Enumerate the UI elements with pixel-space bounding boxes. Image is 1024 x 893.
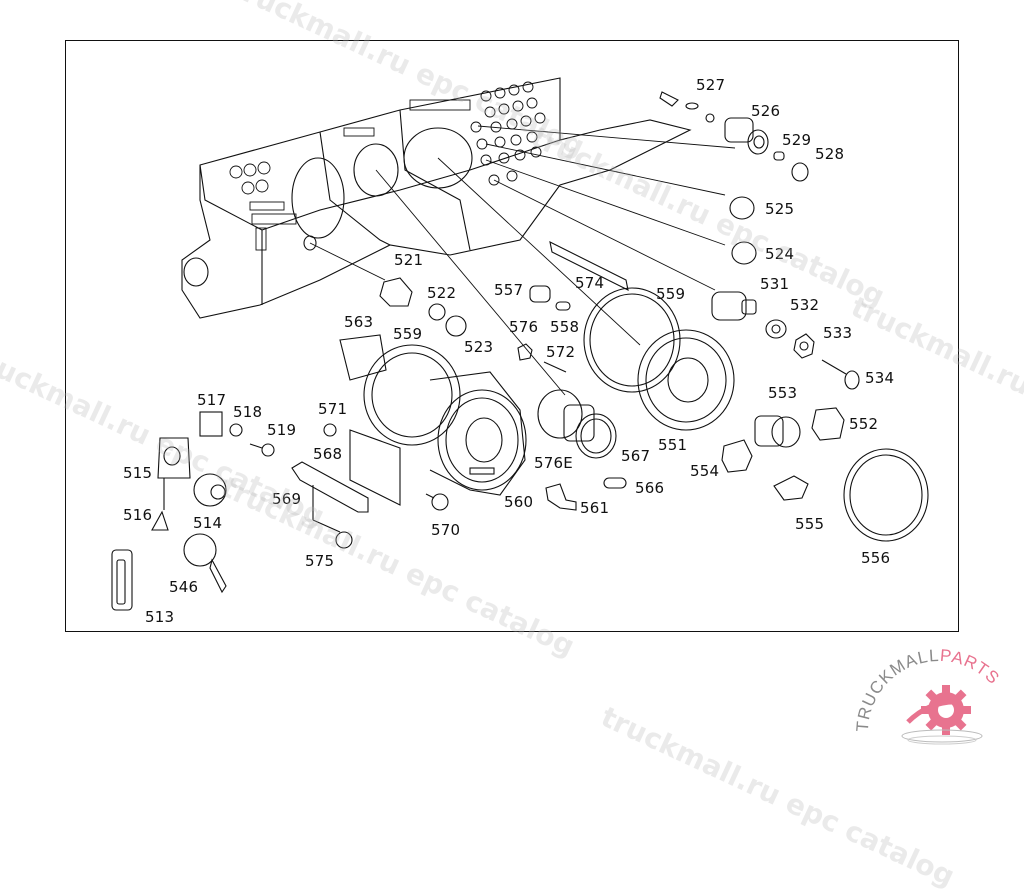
diagram-frame	[65, 40, 959, 632]
part-label-523: 523	[464, 338, 494, 356]
gauges	[363, 287, 735, 496]
part-label-518: 518	[233, 403, 263, 421]
dashboard-housing	[181, 77, 692, 319]
leader-lines	[309, 125, 736, 396]
part-label-525: 525	[765, 200, 795, 218]
part-label-528: 528	[815, 145, 845, 163]
part-label-555: 555	[795, 515, 825, 533]
gear-logo-icon: TRUCKMALLPARTS	[853, 646, 1004, 745]
exploded-parts-drawing	[111, 77, 929, 611]
part-label-551: 551	[658, 436, 688, 454]
part-label-527: 527	[696, 76, 726, 94]
part-label-558: 558	[550, 318, 580, 336]
part-label-526: 526	[751, 102, 781, 120]
part-label-531: 531	[760, 275, 790, 293]
part-label-570: 570	[431, 521, 461, 539]
part-label-572: 572	[546, 343, 576, 361]
part-label-533: 533	[823, 324, 853, 342]
part-label-563: 563	[344, 313, 374, 331]
part-label-519: 519	[267, 421, 297, 439]
part-label-566: 566	[635, 479, 665, 497]
part-label-529: 529	[782, 131, 812, 149]
part-label-557: 557	[494, 281, 524, 299]
part-label-567: 567	[621, 447, 651, 465]
part-label-561: 561	[580, 499, 610, 517]
part-label-522: 522	[427, 284, 457, 302]
part-label-559: 559	[656, 285, 686, 303]
part-label-513: 513	[145, 608, 175, 626]
part-label-574: 574	[575, 274, 605, 292]
part-label-576: 576	[509, 318, 539, 336]
part-label-534: 534	[865, 369, 895, 387]
part-label-516: 516	[123, 506, 153, 524]
part-label-552: 552	[849, 415, 879, 433]
part-label-560: 560	[504, 493, 534, 511]
part-label-553: 553	[768, 384, 798, 402]
part-label-521: 521	[394, 251, 424, 269]
switch-parts-right	[659, 91, 929, 542]
part-label-532: 532	[790, 296, 820, 314]
part-label-571: 571	[318, 400, 348, 418]
part-label-576E: 576E	[534, 454, 573, 472]
logo-text: TRUCKMALLPARTS	[853, 646, 1004, 733]
part-label-569: 569	[272, 490, 302, 508]
part-label-556: 556	[861, 549, 891, 567]
part-label-546: 546	[169, 578, 199, 596]
part-label-517: 517	[197, 391, 227, 409]
part-label-524: 524	[765, 245, 795, 263]
part-label-515: 515	[123, 464, 153, 482]
part-label-514: 514	[193, 514, 223, 532]
truckmallparts-logo: TRUCKMALLPARTS	[850, 640, 1024, 750]
small-parts-left	[111, 241, 629, 611]
part-label-575: 575	[305, 552, 335, 570]
part-label-554: 554	[690, 462, 720, 480]
part-label-559: 559	[393, 325, 423, 343]
part-label-568: 568	[313, 445, 343, 463]
